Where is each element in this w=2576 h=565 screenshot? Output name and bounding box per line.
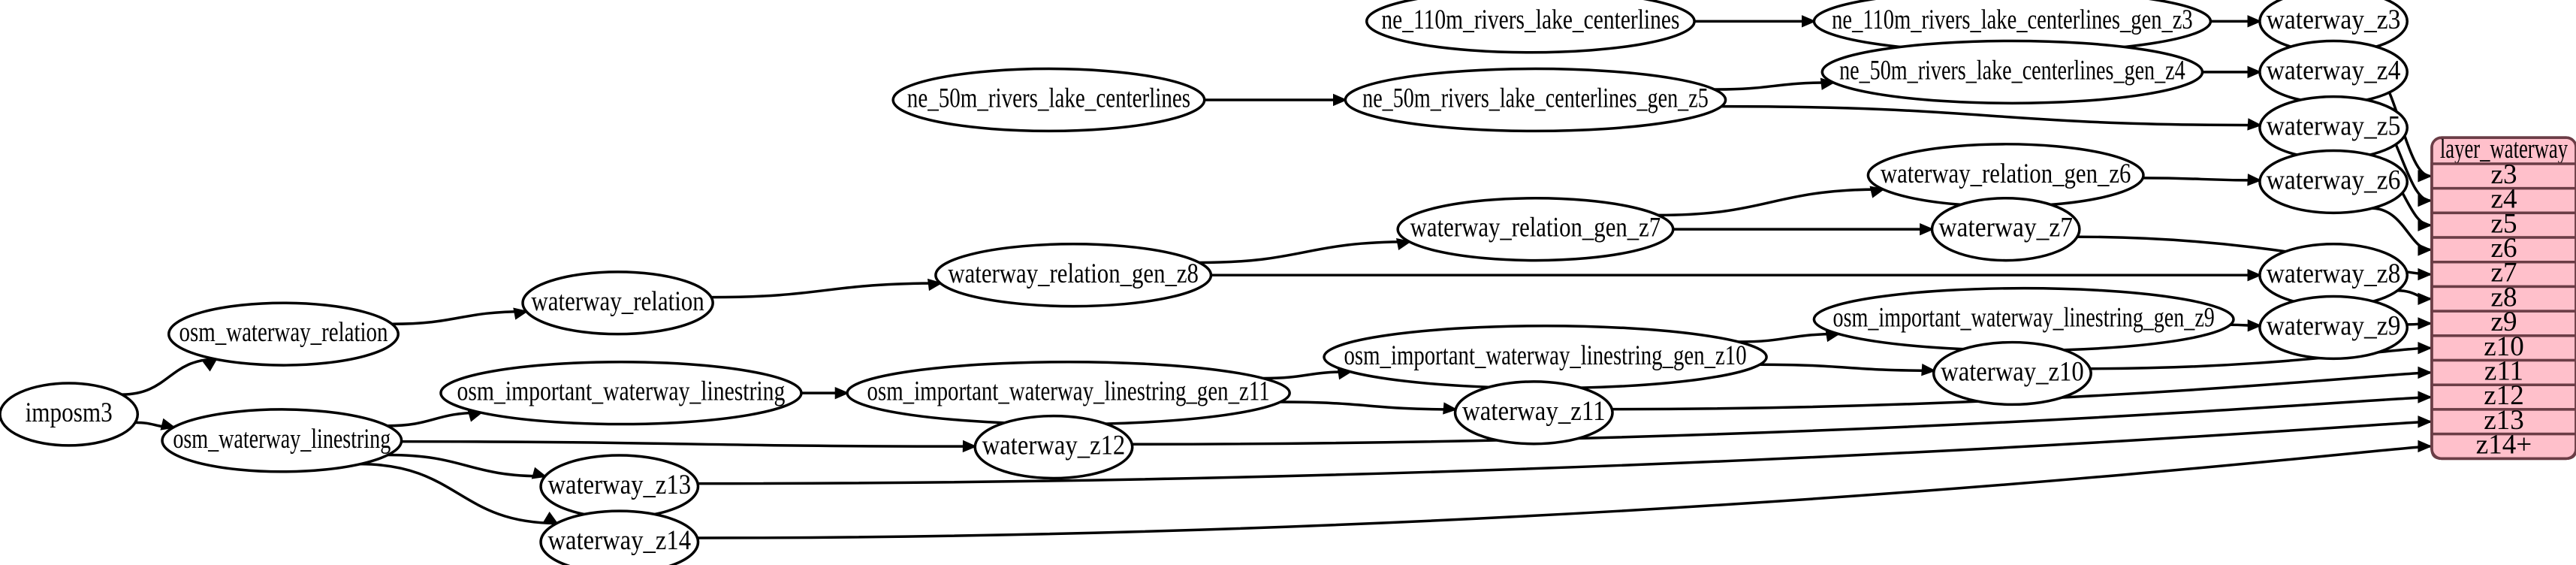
edges-layer <box>122 15 2433 539</box>
edge-osm_important_waterway_linestring_gen_z10-to-osm_important_waterway_linestring_gen_z9 <box>1738 329 1841 343</box>
table-row-z10[interactable]: z10 <box>2430 331 2576 362</box>
edge-ne_110m_rivers_lake_centerlines_gen_z3-to-waterway_z3 <box>2210 15 2262 28</box>
edge-waterway_z14-to-layer_waterway-z14+ <box>697 440 2433 539</box>
table-cell-bg <box>2430 358 2576 386</box>
edge-osm_waterway_linestring-to-osm_important_waterway_linestring <box>387 409 484 428</box>
node-osm_important_waterway_linestring_gen_z11[interactable]: osm_important_waterway_linestring_gen_z1… <box>846 360 1291 426</box>
edge-osm_waterway_linestring-to-waterway_z13 <box>388 453 547 479</box>
node-waterway_z13[interactable]: waterway_z13 <box>539 454 700 519</box>
node-osm_important_waterway_linestring_gen_z10[interactable]: osm_important_waterway_linestring_gen_z1… <box>1323 325 1768 390</box>
table-cell-bg <box>2430 383 2576 411</box>
node-osm_waterway_linestring[interactable]: osm_waterway_linestring <box>161 408 403 473</box>
edge-waterway_relation_gen_z8-to-waterway_relation_gen_z7 <box>1199 237 1412 264</box>
edge-ne_50m_rivers_lake_centerlines_gen_z4-to-waterway_z4 <box>2202 65 2262 79</box>
table-row-z12[interactable]: z12 <box>2430 380 2576 411</box>
node-waterway_z14[interactable]: waterway_z14 <box>539 509 700 565</box>
edge-waterway_z12-to-layer_waterway-z12 <box>1132 391 2433 446</box>
table-cell-bg <box>2430 162 2576 190</box>
node-waterway_relation_gen_z8[interactable]: waterway_relation_gen_z8 <box>934 243 1213 308</box>
edge-waterway_z11-to-layer_waterway-z11 <box>1612 366 2433 411</box>
edge-waterway_z8-to-layer_waterway-z8 <box>2397 289 2433 305</box>
node-waterway_z6[interactable]: waterway_z6 <box>2258 149 2409 215</box>
edge-imposm3-to-osm_waterway_relation <box>122 358 218 396</box>
node-ne_110m_rivers_lake_centerlines[interactable]: ne_110m_rivers_lake_centerlines <box>1365 0 1696 54</box>
edge-osm_important_waterway_linestring-to-osm_important_waterway_linestring_gen_z11 <box>801 386 849 400</box>
edge-waterway_relation_gen_z7-to-waterway_relation_gen_z6 <box>1658 186 1886 217</box>
table-cell-bg <box>2430 310 2576 337</box>
node-waterway_z7[interactable]: waterway_z7 <box>1930 197 2081 262</box>
node-waterway_relation[interactable]: waterway_relation <box>521 270 714 336</box>
node-waterway_z4[interactable]: waterway_z4 <box>2258 39 2409 105</box>
node-waterway_z9[interactable]: waterway_z9 <box>2258 295 2409 361</box>
node-osm_important_waterway_linestring[interactable]: osm_important_waterway_linestring <box>439 360 803 426</box>
edge-osm_waterway_relation-to-waterway_relation <box>391 307 529 325</box>
table-row-z5[interactable]: z5 <box>2430 208 2576 239</box>
table-row-z14plus[interactable]: z14+ <box>2430 430 2576 461</box>
edge-waterway_z9-to-layer_waterway-z9 <box>2406 317 2433 330</box>
node-osm_waterway_relation[interactable]: osm_waterway_relation <box>167 301 400 367</box>
edge-waterway_relation_gen_z8-to-waterway_z8 <box>1211 268 2262 282</box>
edge-ne_50m_rivers_lake_centerlines_gen_z5-to-ne_50m_rivers_lake_centerlines_gen_z4 <box>1714 77 1835 91</box>
table-cell-bg <box>2430 261 2576 289</box>
edge-osm_waterway_linestring-to-waterway_z14 <box>360 462 559 525</box>
table-row-z7[interactable]: z7 <box>2430 258 2576 289</box>
table-cell-bg <box>2430 186 2576 215</box>
node-ne_50m_rivers_lake_centerlines_gen_z4[interactable]: ne_50m_rivers_lake_centerlines_gen_z4 <box>1820 39 2204 105</box>
edge-waterway_z13-to-layer_waterway-z13 <box>698 415 2433 485</box>
node-ne_50m_rivers_lake_centerlines_gen_z5[interactable]: ne_50m_rivers_lake_centerlines_gen_z5 <box>1344 67 1727 133</box>
node-ne_50m_rivers_lake_centerlines[interactable]: ne_50m_rivers_lake_centerlines <box>891 67 1206 133</box>
node-osm_important_waterway_linestring_gen_z9[interactable]: osm_important_waterway_linestring_gen_z9 <box>1812 286 2235 352</box>
edge-waterway_relation_gen_z7-to-waterway_z7 <box>1673 222 1935 236</box>
table-cell-bg <box>2430 408 2576 436</box>
edge-osm_waterway_linestring-to-waterway_z12 <box>401 440 978 453</box>
node-waterway_z10[interactable]: waterway_z10 <box>1932 340 2092 406</box>
table-cell-bg <box>2430 236 2576 264</box>
node-waterway_z11[interactable]: waterway_z11 <box>1453 380 1614 446</box>
table-cell-bg <box>2430 285 2576 313</box>
table-cell-bg <box>2430 334 2576 362</box>
table-row-z6[interactable]: z6 <box>2430 233 2576 264</box>
edge-osm_important_waterway_linestring_gen_z9-to-waterway_z9 <box>2230 319 2262 332</box>
table-row-z9[interactable]: z9 <box>2430 307 2576 337</box>
edge-ne_50m_rivers_lake_centerlines_gen_z5-to-waterway_z5 <box>1721 104 2262 131</box>
edge-waterway_z6-to-layer_waterway-z6 <box>2372 207 2433 256</box>
node-imposm3[interactable]: imposm3 <box>0 382 140 447</box>
table-row-z11[interactable]: z11 <box>2430 355 2576 386</box>
edge-osm_important_waterway_linestring_gen_z10-to-waterway_z10 <box>1760 363 1936 376</box>
table-cell-bg <box>2430 211 2576 239</box>
table-row-z13[interactable]: z13 <box>2430 405 2576 436</box>
edge-waterway_relation_gen_z6-to-waterway_z6 <box>2143 174 2262 186</box>
table-row-z8[interactable]: z8 <box>2430 282 2576 313</box>
edge-waterway_relation-to-waterway_relation_gen_z8 <box>710 278 943 299</box>
node-waterway_z12[interactable]: waterway_z12 <box>973 414 1134 480</box>
table-cell-bg <box>2430 432 2576 461</box>
edge-osm_important_waterway_linestring_gen_z11-to-osm_important_waterway_linestring_gen_z10 <box>1263 367 1353 380</box>
table-row-z4[interactable]: z4 <box>2430 184 2576 215</box>
edge-ne_50m_rivers_lake_centerlines-to-ne_50m_rivers_lake_centerlines_gen_z5 <box>1204 93 1348 107</box>
edge-osm_important_waterway_linestring_gen_z11-to-waterway_z11 <box>1280 400 1458 415</box>
layer-waterway-table: layer_waterwayz3z4z5z6z7z8z9z10z11z12z13… <box>2430 134 2576 461</box>
node-waterway_relation_gen_z7[interactable]: waterway_relation_gen_z7 <box>1396 197 1675 262</box>
table-outline <box>2430 136 2576 461</box>
edge-ne_110m_rivers_lake_centerlines-to-ne_110m_rivers_lake_centerlines_gen_z3 <box>1694 15 1817 28</box>
edge-imposm3-to-osm_waterway_linestring <box>135 418 176 431</box>
table-row-z3[interactable]: z3 <box>2430 159 2576 190</box>
